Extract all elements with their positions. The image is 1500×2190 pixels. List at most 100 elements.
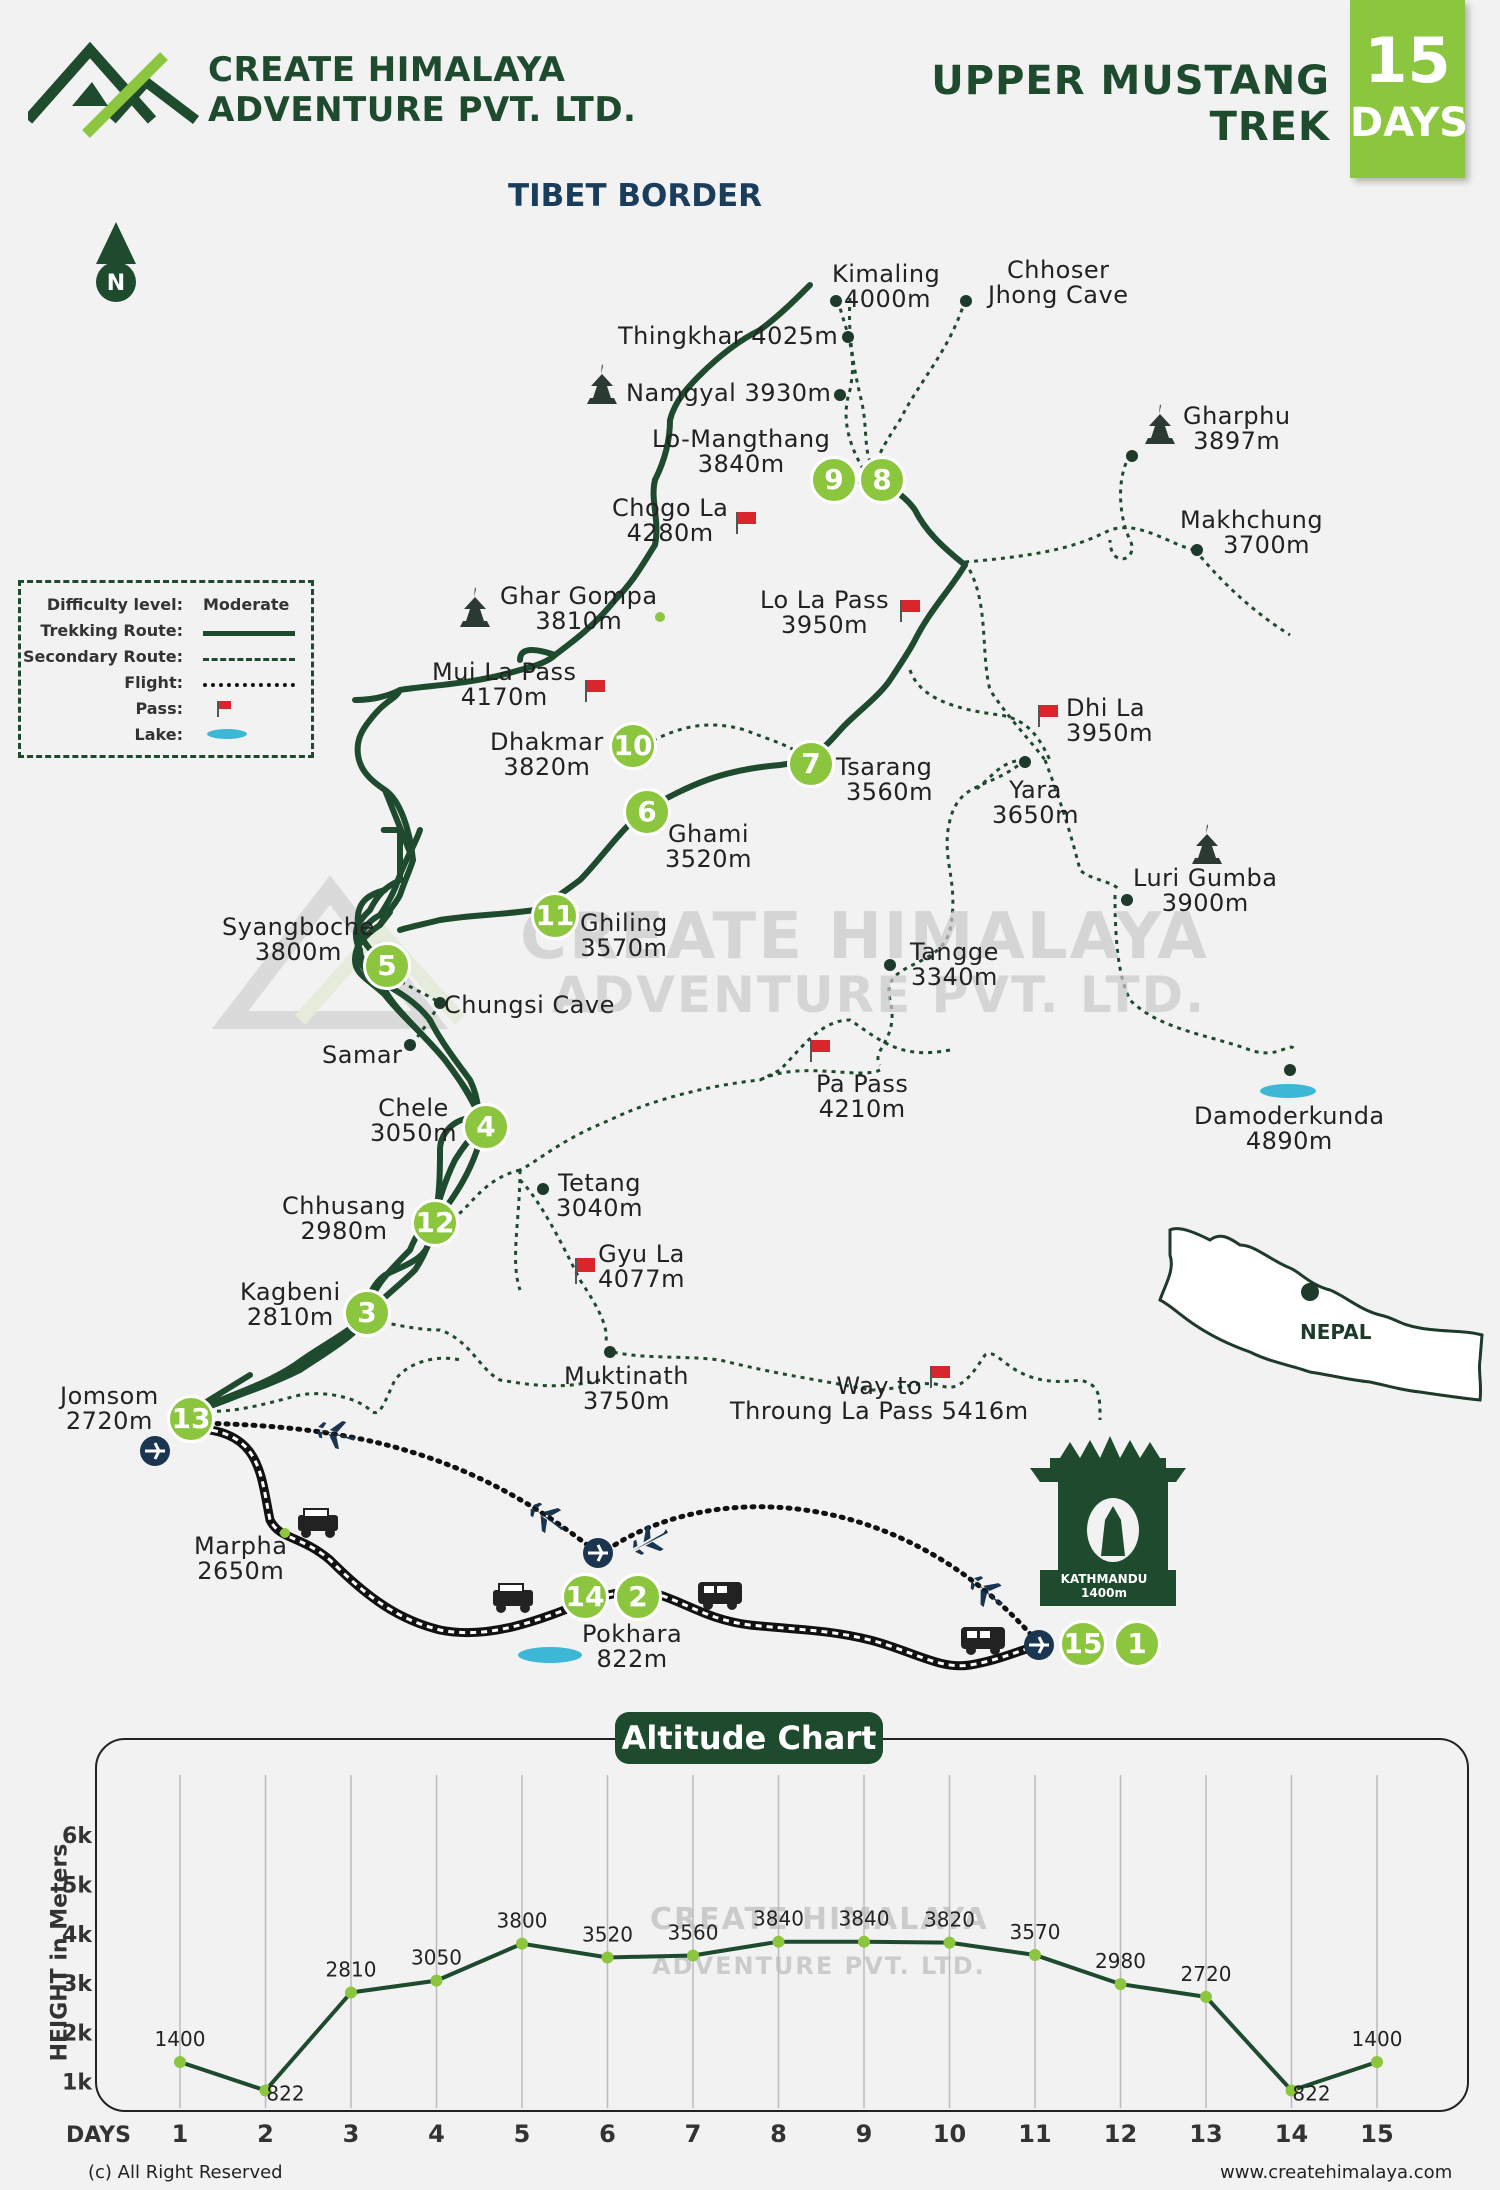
copyright-text: (c) All Right Reserved — [88, 2162, 283, 2183]
legend-row-difficulty: Difficulty level: Moderate — [21, 595, 311, 621]
website-text: www.createhimalaya.com — [1220, 2162, 1453, 2183]
day-marker-12: 12 — [411, 1199, 459, 1247]
chart-data-label: 1400 — [155, 2027, 206, 2051]
chart-data-point — [1029, 1948, 1041, 1961]
days-badge: 15 DAYS — [1350, 0, 1469, 178]
day-marker-5: 5 — [363, 942, 411, 990]
chart-xtick-label: 7 — [685, 2120, 702, 2148]
chart-data-label: 3560 — [668, 1920, 719, 1944]
day-marker-7: 7 — [787, 740, 835, 788]
legend-key: Flight: — [124, 673, 183, 692]
chart-data-label: 3840 — [839, 1907, 890, 1931]
chart-data-point — [1371, 2055, 1383, 2068]
chart-xtick-label: 8 — [770, 2120, 787, 2148]
chart-watermark-line2: ADVENTURE PVT. LTD. — [652, 1952, 986, 1980]
chart-data-label: 3800 — [497, 1909, 548, 1933]
chart-data-point — [601, 1951, 614, 1964]
chart-xtick-label: 13 — [1189, 2120, 1222, 2148]
place-namgyal: Namgyal 3930m — [626, 379, 832, 407]
chart-xtick-label: 9 — [856, 2120, 873, 2148]
trekking-route-main — [187, 477, 660, 1416]
flight-swatch — [203, 683, 295, 687]
place-samar: Samar — [322, 1041, 403, 1069]
trekking-route-swatch — [203, 631, 295, 636]
day-marker-4: 4 — [462, 1103, 510, 1151]
chart-watermark-line1: CREATE HIMALAYA — [650, 1902, 989, 1937]
legend-value: Moderate — [203, 595, 290, 614]
airport-icons — [140, 1436, 1054, 1660]
secondary-route-swatch — [203, 658, 295, 661]
legend-row-trekking: Trekking Route: — [21, 621, 311, 647]
chart-data-label: 2720 — [1181, 1962, 1232, 1986]
map-legend: Difficulty level: Moderate Trekking Rout… — [18, 580, 314, 758]
kathmandu-gate-icon — [1030, 1436, 1186, 1606]
chart-xtick-label: 14 — [1275, 2120, 1308, 2148]
chart-data-point — [687, 1949, 699, 1962]
chart-xtick-label: 1 — [172, 2120, 189, 2148]
chart-x-axis-label: DAYS — [66, 2123, 131, 2148]
chart-data-label: 2810 — [326, 1957, 377, 1981]
legend-key: Pass: — [135, 699, 183, 718]
chart-data-label: 1400 — [1352, 2027, 1403, 2051]
trek-title: UPPER MUSTANG TREK — [931, 58, 1330, 150]
chart-data-point — [259, 2084, 272, 2097]
chart-data-label: 822 — [266, 2081, 304, 2105]
lake-icon — [518, 1647, 582, 1663]
legend-row-lake: Lake: — [21, 725, 311, 751]
place-thingkhar: Thingkhar 4025m — [618, 322, 839, 350]
chart-data-label: 3820 — [924, 1908, 975, 1932]
chart-title: Altitude Chart — [615, 1712, 883, 1764]
chart-xtick-label: 4 — [428, 2120, 445, 2148]
legend-key: Secondary Route: — [23, 647, 183, 666]
chart-data-point — [1200, 1990, 1212, 2003]
chart-xtick-label: 6 — [599, 2120, 616, 2148]
vehicle-icons — [298, 1508, 1005, 1655]
chart-data-point — [174, 2055, 186, 2068]
legend-row-secondary: Secondary Route: — [21, 647, 311, 673]
chart-ytick-label: 6k — [62, 1824, 93, 1849]
pass-flag-icons — [575, 512, 1058, 1388]
legend-key: Lake: — [134, 725, 183, 744]
day-marker-9: 9 — [810, 456, 858, 504]
days-word: DAYS — [1350, 100, 1469, 146]
chart-ytick-label: 3k — [62, 1972, 93, 1997]
chart-xtick-label: 15 — [1360, 2120, 1393, 2148]
chart-data-label: 3840 — [753, 1907, 804, 1931]
day-marker-15: 15 — [1059, 1620, 1107, 1668]
legend-row-flight: Flight: — [21, 673, 311, 699]
place-dots — [280, 295, 1296, 1538]
chart-data-point — [345, 1986, 357, 1999]
day-marker-10: 10 — [609, 722, 657, 770]
chart-ytick-label: 1k — [62, 2071, 93, 2096]
days-number: 15 — [1364, 24, 1451, 97]
tibet-border-label: TIBET BORDER — [508, 178, 763, 214]
day-marker-2: 2 — [614, 1573, 662, 1621]
chart-xtick-label: 11 — [1018, 2120, 1051, 2148]
legend-row-pass: Pass: — [21, 699, 311, 725]
nepal-outline-icon — [1158, 1227, 1484, 1402]
day-marker-3: 3 — [343, 1289, 391, 1337]
day-marker-11: 11 — [531, 892, 579, 940]
